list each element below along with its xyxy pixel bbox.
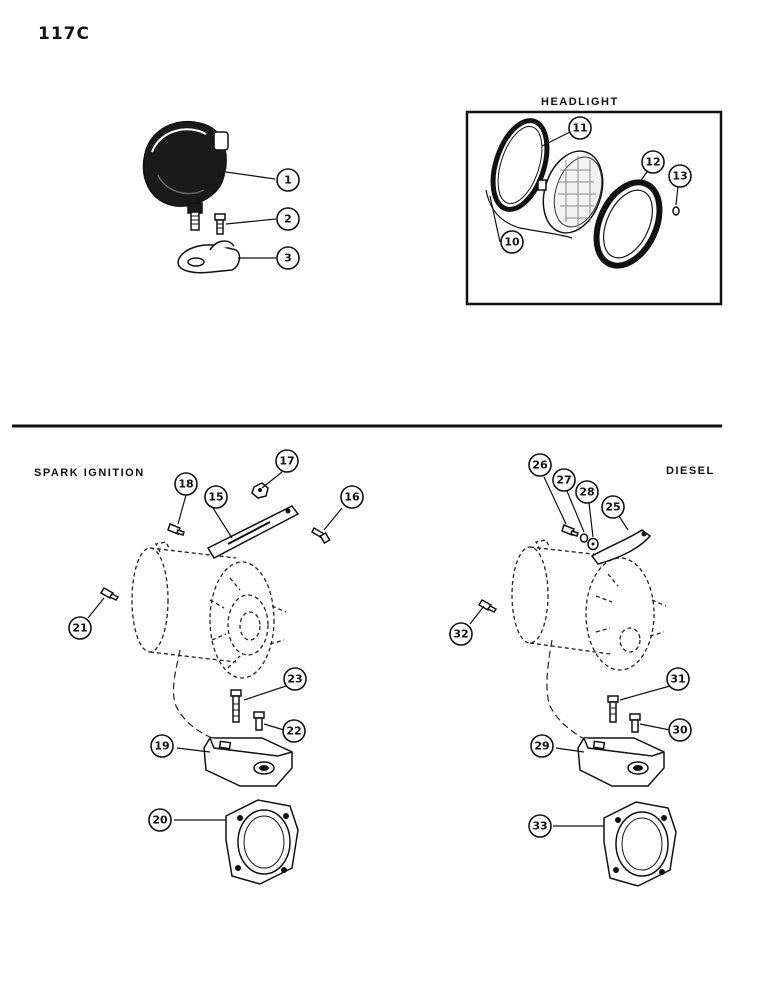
callout-33: 33: [528, 814, 552, 838]
svg-text:25: 25: [605, 501, 620, 514]
svg-text:17: 17: [279, 455, 294, 468]
svg-text:30: 30: [672, 724, 688, 737]
svg-text:2: 2: [284, 213, 292, 226]
svg-text:10: 10: [504, 236, 520, 249]
callout-18: 18: [174, 472, 198, 496]
callout-29: 29: [530, 734, 554, 758]
spark-adjusting-strap: [206, 505, 300, 559]
sealed-beam-lamp: [537, 150, 604, 234]
diesel-adapter-plate: [603, 801, 677, 887]
diesel-bolt-32: [477, 598, 498, 613]
diesel-mounting-bracket: [577, 737, 665, 787]
callout-10: 10: [500, 230, 524, 254]
callout-28: 28: [575, 480, 599, 504]
svg-text:12: 12: [645, 156, 660, 169]
callout-23: 23: [283, 667, 307, 691]
diesel-title: DIESEL: [666, 465, 715, 477]
headlight-mounting-ring: [593, 179, 663, 269]
headlight-assembly: [142, 120, 229, 231]
callout-13: 13: [668, 164, 692, 188]
headlight-inset-frame: [465, 110, 723, 306]
svg-text:27: 27: [556, 474, 571, 487]
svg-text:26: 26: [532, 459, 548, 472]
svg-text:1: 1: [284, 174, 292, 187]
spark-adapter-plate: [225, 799, 299, 885]
diesel-bolt-26: [561, 524, 579, 537]
spark-generator-outline: [131, 541, 287, 679]
lamp-group-bracket: [485, 189, 573, 239]
callout-11: 11: [568, 116, 592, 140]
callout-19: 19: [150, 734, 174, 758]
diesel-washer-28: [587, 537, 599, 551]
svg-text:33: 33: [532, 820, 547, 833]
svg-text:16: 16: [344, 491, 360, 504]
headlight-bolt: [214, 213, 226, 235]
leader-lines: [87, 131, 679, 827]
callout-1: 1: [276, 168, 300, 192]
callout-2: 2: [276, 207, 300, 231]
callout-21: 21: [68, 616, 92, 640]
svg-text:29: 29: [534, 740, 549, 753]
svg-text:18: 18: [178, 478, 193, 491]
callout-31: 31: [666, 667, 690, 691]
diesel-lockwasher-27: [579, 533, 589, 543]
svg-text:19: 19: [154, 740, 169, 753]
spark-mount-guide-line: [172, 649, 213, 739]
page-number: 117C: [38, 24, 90, 44]
diesel-bolt-31: [607, 695, 619, 723]
spark-mounting-bracket: [203, 737, 293, 787]
spark-bolt-21: [99, 586, 120, 601]
svg-text:23: 23: [287, 673, 302, 686]
headlight-screw: [672, 206, 680, 216]
spark-ignition-title: SPARK IGNITION: [34, 467, 145, 479]
spark-bolt-23: [230, 689, 242, 723]
diesel-generator-outline: [511, 539, 667, 671]
callout-20: 20: [148, 808, 172, 832]
callout-25: 25: [601, 495, 625, 519]
svg-text:32: 32: [453, 628, 468, 641]
svg-text:11: 11: [572, 122, 587, 135]
svg-text:22: 22: [286, 725, 301, 738]
svg-text:15: 15: [208, 491, 223, 504]
callout-16: 16: [340, 485, 364, 509]
svg-text:3: 3: [284, 252, 292, 265]
svg-text:20: 20: [152, 814, 168, 827]
diesel-mount-guide-line: [546, 639, 587, 741]
svg-text:21: 21: [72, 622, 87, 635]
callout-26: 26: [528, 453, 552, 477]
diesel-bolt-30: [629, 713, 641, 733]
headlight-retaining-ring: [490, 118, 550, 212]
callout-17: 17: [275, 449, 299, 473]
callout-12: 12: [641, 150, 665, 174]
callout-32: 32: [449, 622, 473, 646]
headlight-title: HEADLIGHT: [541, 96, 619, 108]
headlight-bracket: [177, 240, 241, 274]
callout-22: 22: [282, 719, 306, 743]
spark-bolt-22: [253, 711, 265, 731]
diesel-adjusting-strap: [590, 529, 652, 565]
callout-15: 15: [204, 485, 228, 509]
callout-3: 3: [276, 246, 300, 270]
callout-27: 27: [552, 468, 576, 492]
svg-text:28: 28: [579, 486, 594, 499]
spark-strap-bolt: [311, 526, 331, 544]
svg-text:31: 31: [670, 673, 685, 686]
spark-bolt-18: [167, 523, 185, 536]
callout-30: 30: [668, 718, 692, 742]
svg-text:13: 13: [672, 170, 687, 183]
